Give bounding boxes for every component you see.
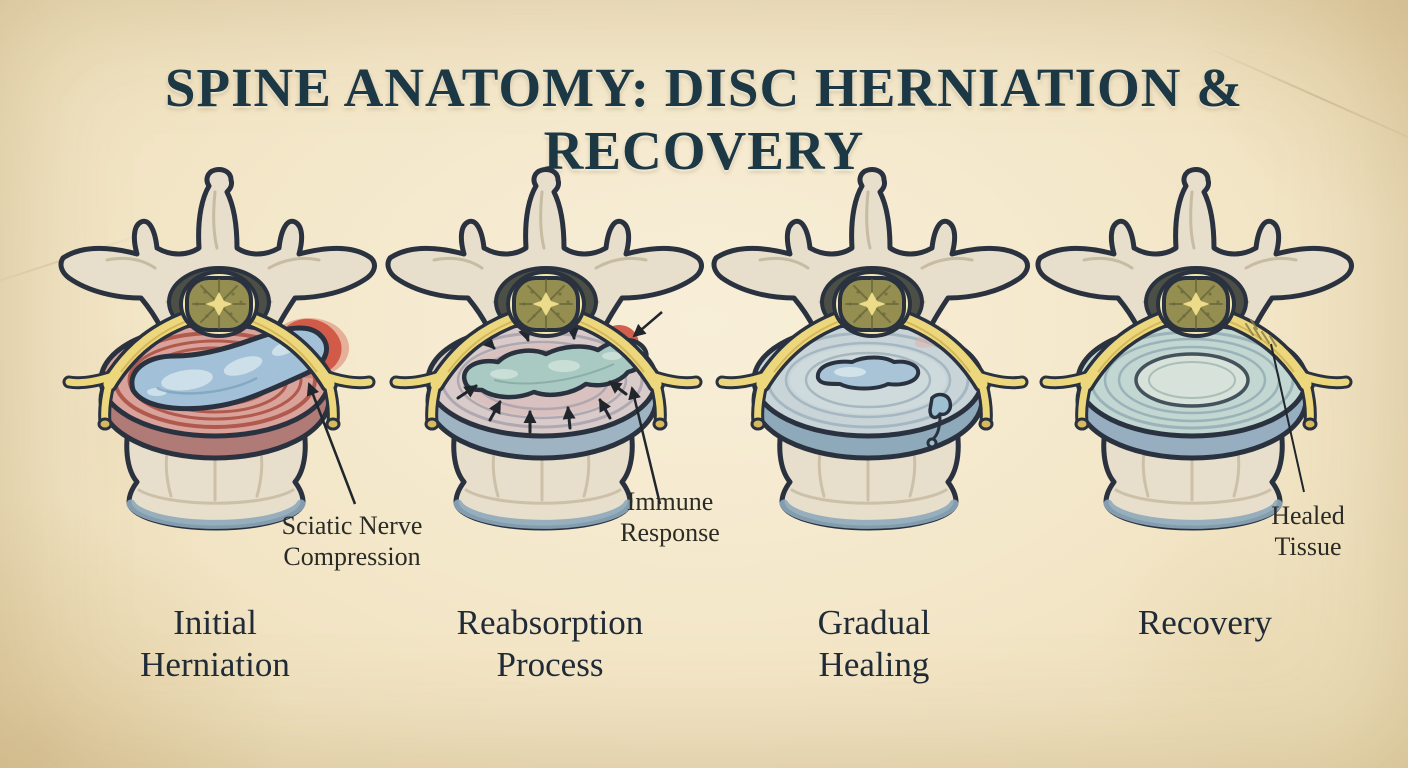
stage-label-line: Process (496, 645, 604, 684)
stage-label-gradual-healing: Gradual Healing (714, 602, 1034, 686)
stage-2-illustration (374, 152, 704, 552)
healed-tissue-hatching (1245, 319, 1277, 347)
stage-label-initial-herniation: Initial Herniation (55, 602, 375, 686)
annotation-line: Immune (626, 487, 714, 516)
stage-label-reabsorption-process: Reabsorption Process (390, 602, 710, 686)
stage-1-illustration (47, 152, 377, 552)
healed-tissue-leader-line (1270, 343, 1305, 493)
spinal-cord (1156, 270, 1236, 338)
annotation-immune-response: Immune Response (580, 486, 760, 548)
stage-label-line: Gradual (817, 603, 931, 642)
immune-response-arrows (628, 311, 663, 505)
resorbing-fragment (926, 392, 953, 449)
stage-label-recovery: Recovery (1045, 602, 1365, 644)
annotation-sciatic-nerve-compression: Sciatic Nerve Compression (232, 510, 472, 572)
herniated-nucleus (129, 325, 330, 412)
shrinking-nucleus (815, 355, 921, 391)
stage-4-illustration (1024, 152, 1354, 552)
healing-disc (751, 321, 985, 461)
annotation-healed-tissue: Healed Tissue (1228, 500, 1388, 562)
annotation-line: Healed (1271, 501, 1345, 530)
spinal-cord (832, 270, 912, 338)
sciatic-compression-arrow (306, 382, 357, 505)
stage-label-line: Recovery (1137, 603, 1273, 642)
page-title: SPINE ANATOMY: DISC HERNIATION & RECOVER… (164, 57, 1244, 181)
annotation-line: Compression (283, 542, 421, 571)
annotation-line: Response (620, 518, 720, 547)
stage-label-line: Initial (173, 603, 257, 642)
spinal-cord (506, 270, 586, 338)
stage-label-line: Reabsorption (456, 603, 644, 642)
spinal-cord (179, 270, 259, 338)
stage-3-illustration (700, 152, 1030, 552)
annotation-line: Sciatic Nerve (281, 511, 423, 540)
stage-label-line: Healing (818, 645, 930, 684)
annotation-line: Tissue (1274, 532, 1342, 561)
stage-label-line: Herniation (140, 645, 290, 684)
